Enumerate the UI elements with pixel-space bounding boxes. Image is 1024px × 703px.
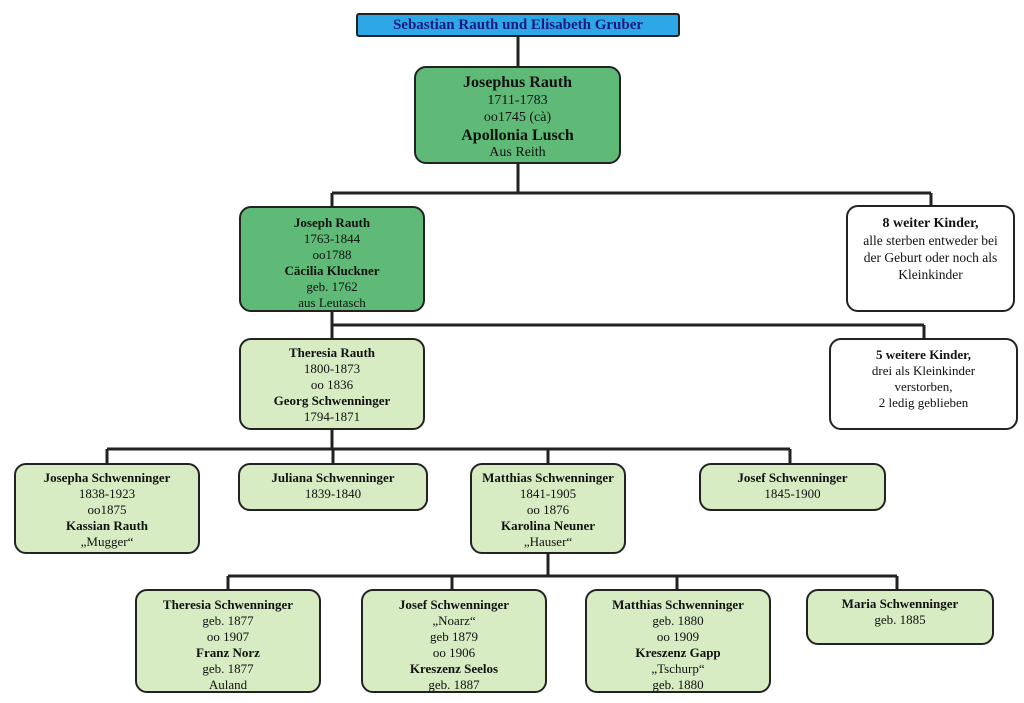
life-years: 1839-1840	[304, 486, 362, 501]
person-box-josepha-schwenninger: Josepha Schwenninger 1838-1923 oo1875 Ka…	[14, 463, 200, 554]
marriage-info: oo 1907	[206, 629, 250, 644]
house-nickname: „Mugger“	[80, 534, 134, 549]
life-years: 1841-1905	[519, 486, 577, 501]
person-box-maria-schwenninger: Maria Schwenninger geb. 1885	[806, 589, 994, 645]
house-nickname: „Hauser“	[523, 534, 573, 549]
person-box-juliana-schwenninger: Juliana Schwenninger 1839-1840	[238, 463, 428, 511]
person-box-joseph-rauth: Joseph Rauth 1763-1844 oo1788 Cäcilia Kl…	[239, 206, 425, 312]
marriage-info: oo 1876	[526, 502, 570, 517]
siblings-text: der Geburt oder noch als	[863, 250, 998, 265]
person-name: Josef Schwenninger	[398, 597, 510, 612]
spouse-years: 1794-1871	[303, 409, 361, 424]
spouse-name: Karolina Neuner	[500, 518, 595, 533]
life-years: 1845-1900	[764, 486, 821, 501]
life-years: 1800-1873	[303, 361, 361, 376]
marriage-info: oo1788	[312, 247, 352, 262]
siblings-text: verstorben,	[894, 379, 953, 394]
person-box-matthias-schwenninger-1841: Matthias Schwenninger 1841-1905 oo 1876 …	[470, 463, 626, 554]
person-name: Maria Schwenninger	[841, 596, 959, 611]
person-box-josef-schwenninger-1845: Josef Schwenninger 1845-1900	[699, 463, 886, 511]
person-name: Josepha Schwenninger	[43, 470, 171, 485]
person-box-matthias-schwenninger-1880: Matthias Schwenninger geb. 1880 oo 1909 …	[585, 589, 771, 693]
life-years: 1711-1783	[487, 93, 548, 108]
person-name: Matthias Schwenninger	[482, 470, 614, 485]
birth-year: geb 1879	[429, 629, 479, 644]
spouse-name: Apollonia Lusch	[461, 127, 574, 144]
person-box-josephus-rauth: Josephus Rauth 1711-1783 oo1745 (cà) Apo…	[414, 66, 621, 164]
person-name: Theresia Rauth	[288, 345, 376, 360]
marriage-info: oo 1909	[656, 629, 700, 644]
siblings-title: 8 weiter Kinder,	[882, 216, 979, 231]
origin: Auland	[208, 677, 248, 692]
spouse-name: Kreszenz Gapp	[635, 645, 721, 660]
marriage-info: oo1875	[87, 502, 127, 517]
person-name: Joseph Rauth	[293, 215, 371, 230]
person-name: Josephus Rauth	[463, 74, 572, 91]
origin: Aus Reith	[489, 145, 546, 160]
origin: aus Leutasch	[298, 295, 366, 310]
person-name: Matthias Schwenninger	[612, 597, 744, 612]
person-box-theresia-rauth: Theresia Rauth 1800-1873 oo 1836 Georg S…	[239, 338, 425, 430]
siblings-box-gen2: 8 weiter Kinder, alle sterben entweder b…	[846, 205, 1015, 312]
birth-year: geb. 1880	[652, 613, 704, 628]
siblings-title: 5 weitere Kinder,	[876, 347, 971, 362]
person-name: Juliana Schwenninger	[271, 470, 395, 485]
life-years: 1838-1923	[78, 486, 136, 501]
siblings-text: alle sterben entweder bei	[863, 233, 998, 248]
person-name: Josef Schwenninger	[737, 470, 848, 485]
siblings-text: Kleinkinder	[898, 267, 963, 282]
siblings-box-gen3: 5 weitere Kinder, drei als Kleinkinder v…	[829, 338, 1018, 430]
siblings-text: drei als Kleinkinder	[871, 363, 976, 378]
spouse-name: Kreszenz Seelos	[409, 661, 499, 676]
person-box-theresia-schwenninger: Theresia Schwenninger geb. 1877 oo 1907 …	[135, 589, 321, 693]
spouse-birth: geb. 1880	[652, 677, 704, 692]
house-nickname: „Noarz“	[432, 613, 476, 628]
spouse-birth: geb. 1877	[202, 661, 254, 676]
marriage-info: oo1745 (cà)	[483, 110, 552, 125]
spouse-name: Georg Schwenninger	[273, 393, 391, 408]
spouse-name: Cäcilia Kluckner	[284, 263, 380, 278]
spouse-name: Franz Norz	[196, 645, 260, 660]
birth-year: geb. 1877	[202, 613, 254, 628]
spouse-name: Kassian Rauth	[66, 518, 148, 533]
marriage-info: oo 1906	[432, 645, 476, 660]
life-years: 1763-1844	[303, 231, 361, 246]
marriage-info: oo 1836	[310, 377, 354, 392]
siblings-text: 2 ledig geblieben	[878, 395, 969, 410]
spouse-birth: geb. 1887	[428, 677, 480, 692]
spouse-birth: geb. 1762	[306, 279, 358, 294]
birth-year: geb. 1885	[874, 612, 926, 627]
root-couple-box: Sebastian Rauth und Elisabeth Gruber	[356, 13, 680, 37]
person-name: Theresia Schwenninger	[162, 597, 294, 612]
person-box-josef-schwenninger-1879: Josef Schwenninger „Noarz“ geb 1879 oo 1…	[361, 589, 547, 693]
house-nickname: „Tschurp“	[651, 661, 705, 676]
